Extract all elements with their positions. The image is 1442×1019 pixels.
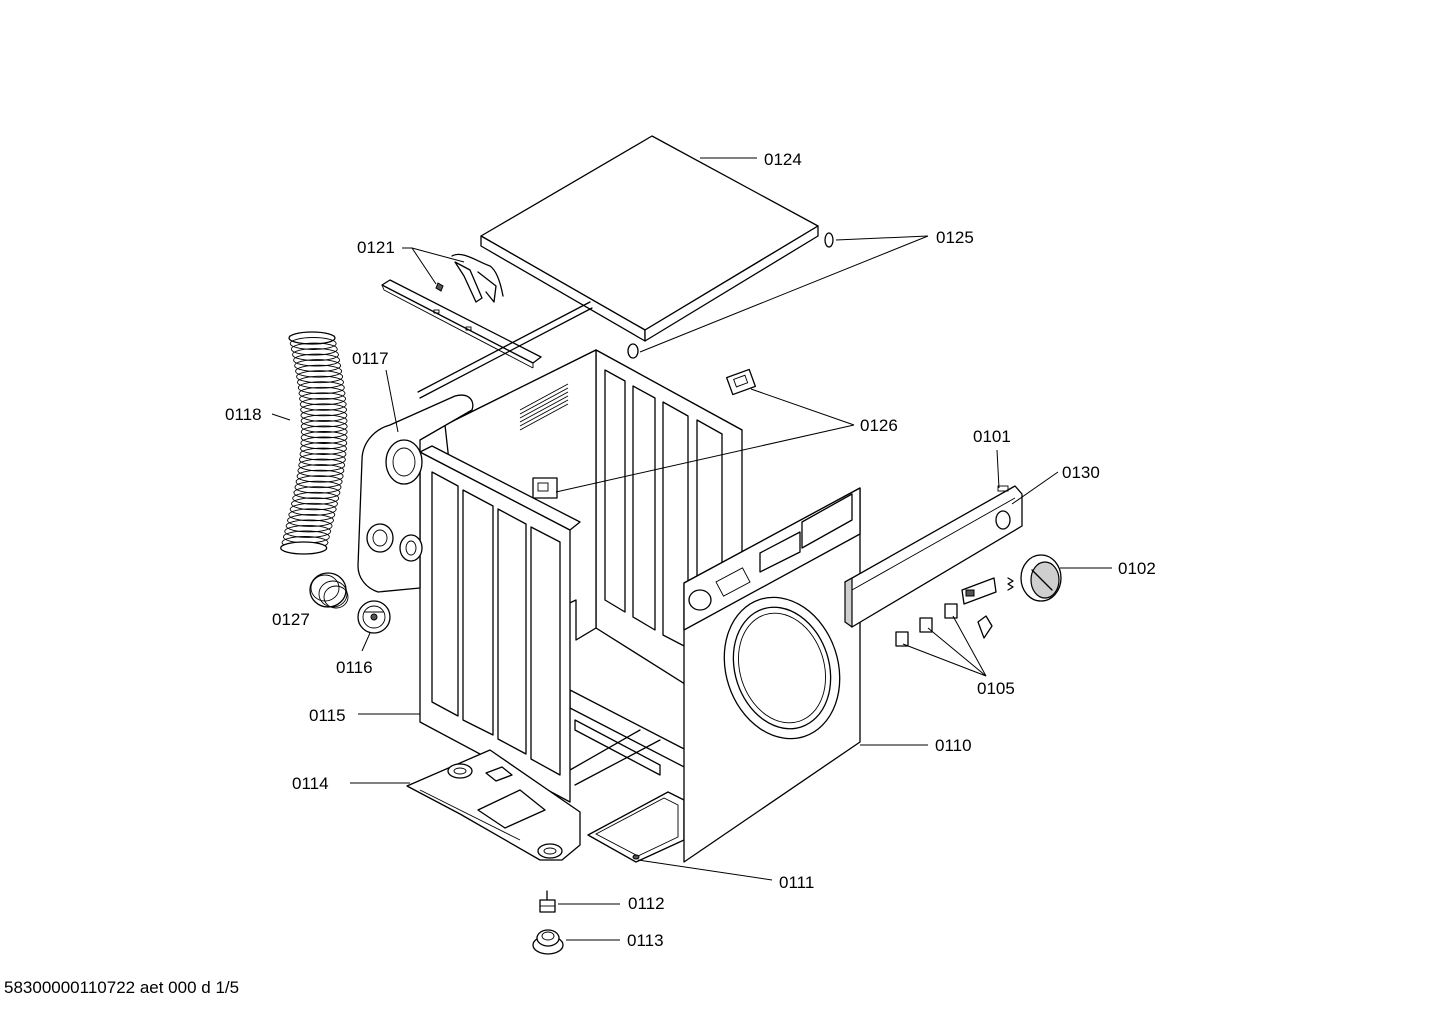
- rear-rail-line-2: [419, 307, 593, 399]
- top-cover-part[interactable]: [480, 135, 819, 342]
- hose-ring: [288, 331, 336, 345]
- leader-lines: [271, 157, 1112, 941]
- hose-ring: [296, 469, 344, 483]
- callout-0127: 0127: [272, 610, 310, 629]
- hose-ring: [299, 447, 347, 461]
- hose-ring: [297, 375, 344, 389]
- hose-ring: [300, 408, 348, 422]
- front-panel-part[interactable]: [683, 487, 861, 863]
- hose-ring: [293, 353, 341, 367]
- callout-0115: 0115: [309, 706, 346, 725]
- callout-0112: 0112: [628, 894, 665, 913]
- wire-clip-part[interactable]: [435, 253, 504, 303]
- hose-ring: [292, 348, 339, 362]
- program-knob-part[interactable]: [1007, 554, 1062, 602]
- callout-0111: 0111: [779, 873, 814, 892]
- hose-ring: [285, 519, 333, 533]
- switch-module-part[interactable]: [895, 577, 997, 647]
- hose-ring: [287, 513, 334, 527]
- hose-ring: [291, 497, 338, 511]
- callout-0125: 0125: [936, 228, 974, 247]
- hose-ring: [296, 370, 344, 384]
- callout-0110: 0110: [935, 736, 972, 755]
- callout-0121: 0121: [357, 238, 395, 257]
- flexible-duct-hose-part[interactable]: [280, 331, 348, 555]
- hose-ring: [299, 392, 347, 406]
- hose-ring: [300, 425, 348, 439]
- adjustable-foot-part[interactable]: [539, 890, 556, 913]
- hose-ring: [299, 397, 347, 411]
- hose-ring: [300, 414, 348, 428]
- hose-ring: [300, 442, 347, 455]
- cover-clip-part[interactable]: [627, 232, 834, 359]
- hose-ring: [288, 508, 336, 522]
- rear-rail-line: [417, 301, 591, 393]
- callout-0102: 0102: [1118, 559, 1156, 578]
- callout-0105: 0105: [977, 679, 1015, 698]
- hose-ring: [300, 403, 348, 417]
- hose-ring: [294, 480, 342, 494]
- hose-ring: [293, 486, 341, 500]
- hose-ring: [298, 386, 346, 400]
- callout-labels: 0124 0121 0125 0117 0118 0126 0101 0130 …: [225, 150, 1156, 950]
- hose-ring: [292, 491, 340, 505]
- hose-connector-part[interactable]: [309, 572, 349, 609]
- hose-ring: [294, 359, 342, 373]
- callout-0101: 0101: [973, 427, 1011, 446]
- callout-0117: 0117: [352, 349, 389, 368]
- hose-ring: [300, 431, 348, 444]
- filter-cap-part[interactable]: [357, 600, 391, 634]
- hose-ring: [280, 541, 328, 555]
- rear-vent-slots: [519, 383, 569, 431]
- plinth-panel-part[interactable]: [587, 791, 685, 863]
- callout-0113: 0113: [627, 931, 664, 950]
- callout-0130: 0130: [1062, 463, 1100, 482]
- hose-ring: [295, 475, 343, 489]
- hose-ring: [300, 436, 348, 450]
- base-plate-part[interactable]: [406, 749, 581, 861]
- rear-duct-panel-part[interactable]: [357, 394, 474, 593]
- control-panel-fascia-part[interactable]: [844, 485, 1023, 628]
- hose-ring: [289, 502, 337, 516]
- hose-ring: [290, 342, 338, 356]
- hose-ring: [295, 364, 343, 378]
- hose-ring: [298, 458, 346, 472]
- callout-0116: 0116: [336, 658, 373, 677]
- hose-ring: [289, 337, 337, 350]
- hose-ring: [284, 524, 332, 538]
- hose-ring: [298, 453, 346, 467]
- callout-0126: 0126: [860, 416, 898, 435]
- callout-0124: 0124: [764, 150, 802, 169]
- foot-base-part[interactable]: [532, 929, 564, 955]
- document-id-label: 58300000110722 aet 000 d 1/5: [4, 978, 240, 997]
- left-side-panel-part[interactable]: [419, 445, 581, 803]
- callout-0114: 0114: [292, 774, 329, 793]
- top-rail-bracket-part[interactable]: [381, 279, 542, 369]
- hose-ring: [297, 464, 345, 478]
- lid-switch-part[interactable]: [725, 368, 757, 396]
- callout-0118: 0118: [225, 405, 262, 424]
- hose-ring: [297, 381, 345, 395]
- hose-ring: [300, 419, 348, 433]
